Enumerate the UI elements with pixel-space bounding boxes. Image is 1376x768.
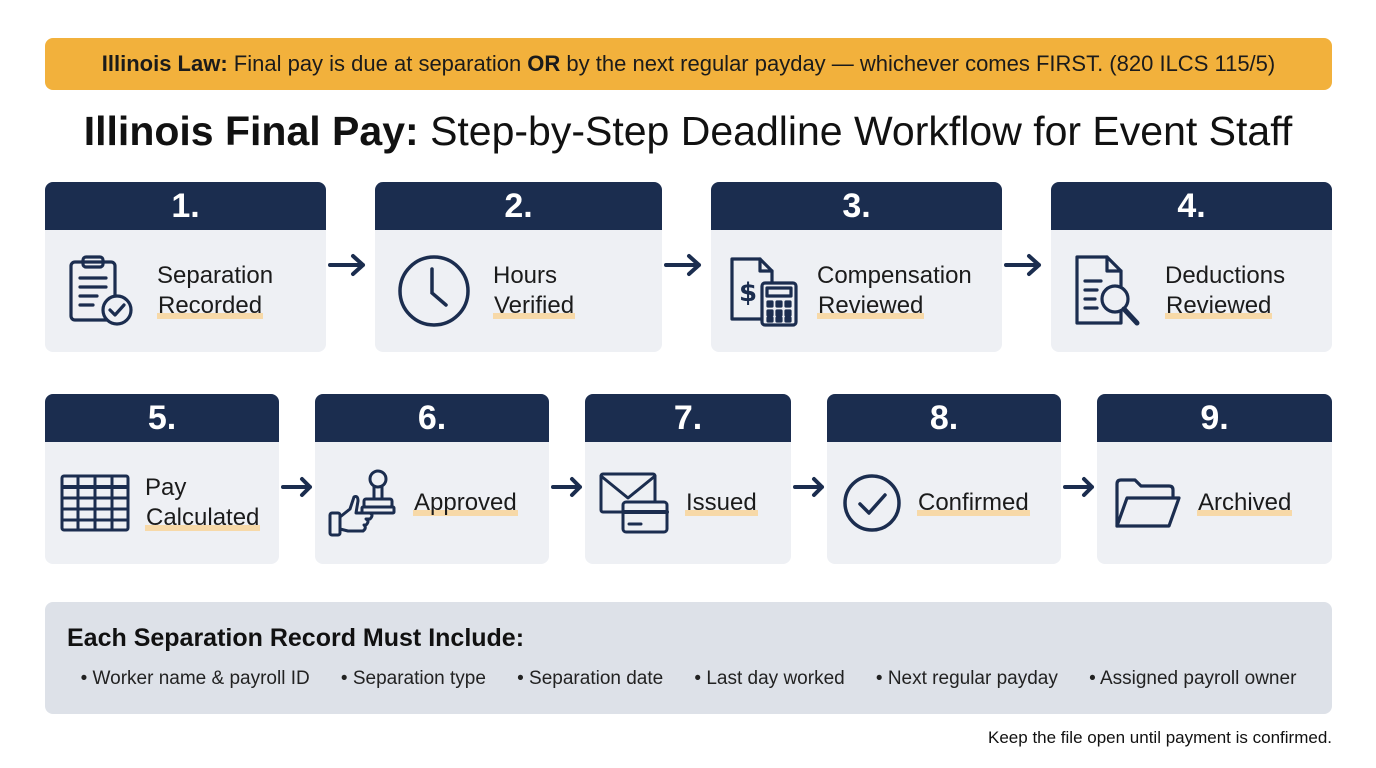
- record-panel-heading: Each Separation Record Must Include:: [67, 624, 525, 652]
- document-calculator-icon: $: [711, 253, 817, 329]
- step-number: 1.: [45, 182, 326, 230]
- step-label-line1: Compensation: [817, 262, 972, 289]
- step-label-line1: Pay: [145, 474, 187, 501]
- arrow-right-icon: [551, 477, 582, 497]
- record-item: • Separation date: [517, 668, 664, 689]
- step-number: 3.: [711, 182, 1002, 230]
- page-title: Illinois Final Pay: Step-by-Step Deadlin…: [0, 108, 1376, 155]
- folder-icon: [1097, 476, 1197, 530]
- step-number: 5.: [45, 394, 279, 442]
- step-card-9: 9. Archived: [1097, 394, 1332, 564]
- record-item: • Separation type: [340, 668, 486, 689]
- record-item: • Next regular payday: [875, 668, 1058, 689]
- banner-emphasis: OR: [527, 51, 561, 76]
- step-label-line2: Archived: [1197, 489, 1293, 516]
- arrow-right-icon: [281, 477, 312, 497]
- step-label-line2: Issued: [685, 489, 758, 516]
- banner-label: Illinois Law:: [101, 51, 228, 76]
- record-item-text: Worker name & payroll ID: [92, 668, 310, 689]
- envelope-card-icon: [585, 470, 685, 536]
- step-label-line1: Deductions: [1165, 262, 1286, 289]
- title-rest: Step-by-Step Deadline Workflow for Event…: [418, 108, 1293, 154]
- step-number: 8.: [827, 394, 1061, 442]
- step-label-line2: Confirmed: [917, 489, 1030, 516]
- record-item-text: Last day worked: [706, 668, 845, 689]
- step-card-7: 7. Issued: [585, 394, 791, 564]
- record-item: • Assigned payroll owner: [1089, 668, 1297, 689]
- law-banner: Illinois Law: Final pay is due at separa…: [45, 38, 1332, 90]
- banner-text-b: by the next regular payday — whichever c…: [560, 51, 1276, 76]
- spreadsheet-icon: [45, 474, 145, 532]
- arrow-right-icon: [793, 477, 824, 497]
- svg-text:$: $: [739, 278, 757, 308]
- record-item: • Last day worked: [694, 668, 845, 689]
- stamp-thumbs-up-icon: [315, 467, 413, 539]
- step-label-line2: Reviewed: [1165, 292, 1273, 319]
- step-number: 4.: [1051, 182, 1332, 230]
- record-requirements-panel: Each Separation Record Must Include: • W…: [45, 602, 1332, 714]
- step-label-line2: Recorded: [157, 292, 264, 319]
- record-item-text: Separation type: [352, 668, 486, 689]
- step-number: 9.: [1097, 394, 1332, 442]
- clock-icon: [375, 253, 493, 329]
- step-number: 6.: [315, 394, 549, 442]
- step-label-line1: Hours: [493, 262, 558, 289]
- arrow-right-icon: [1004, 254, 1041, 276]
- record-item: • Worker name & payroll ID: [80, 668, 310, 689]
- record-item-text: Next regular payday: [887, 668, 1058, 689]
- arrow-right-icon: [328, 254, 365, 276]
- footer-note: Keep the file open until payment is conf…: [988, 728, 1332, 747]
- arrow-right-icon: [1063, 477, 1094, 497]
- arrow-right-icon: [664, 254, 701, 276]
- step-number: 2.: [375, 182, 662, 230]
- step-card-6: 6. Approved: [315, 394, 549, 564]
- record-items-list: • Worker name & payroll ID • Separation …: [45, 668, 1332, 690]
- step-label-line2: Reviewed: [817, 292, 925, 319]
- step-label-line2: Calculated: [145, 504, 261, 531]
- title-bold: Illinois Final Pay:: [83, 108, 419, 154]
- record-item-text: Assigned payroll owner: [1099, 668, 1297, 689]
- step-number: 7.: [585, 394, 791, 442]
- step-label-line1: Separation: [157, 262, 274, 289]
- record-item-text: Separation date: [529, 668, 664, 689]
- clipboard-check-icon: [45, 254, 157, 328]
- step-label-line2: Approved: [413, 489, 518, 516]
- banner-text-a: Final pay is due at separation: [227, 51, 528, 76]
- step-card-8: 8. Confirmed: [827, 394, 1061, 564]
- document-search-icon: [1051, 253, 1165, 329]
- step-label-line2: Verified: [493, 292, 576, 319]
- check-circle-icon: [827, 473, 917, 533]
